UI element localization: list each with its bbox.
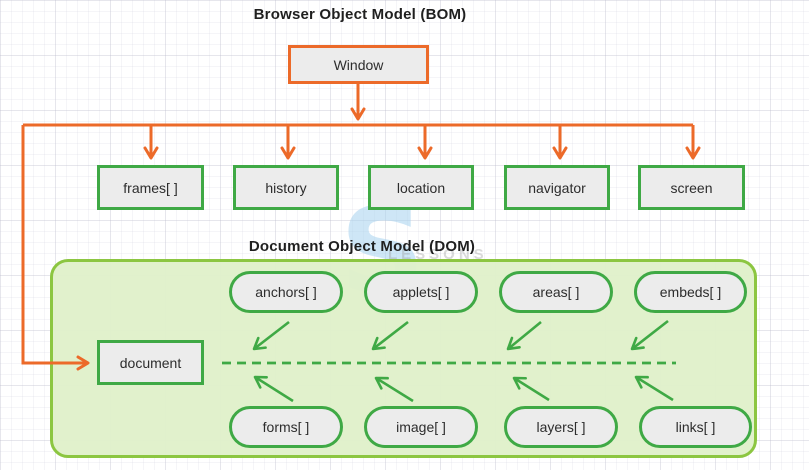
node-navigator: navigator (504, 165, 610, 210)
arrow-areas (506, 320, 542, 351)
node-applets: applets[ ] (364, 271, 478, 313)
node-frames: frames[ ] (97, 165, 204, 210)
node-forms: forms[ ] (229, 406, 343, 448)
arrow-layers (512, 376, 550, 402)
dom-title: Document Object Model (DOM) (248, 238, 476, 255)
node-anchors: anchors[ ] (229, 271, 343, 313)
arrow-anchors (252, 320, 290, 351)
node-embeds: embeds[ ] (634, 271, 747, 313)
node-location: location (368, 165, 474, 210)
connector-bus-to-document (21, 125, 90, 371)
arrow-embeds (630, 319, 669, 351)
node-links: links[ ] (639, 406, 752, 448)
arrow-applets (371, 320, 409, 351)
arrow-image (374, 376, 414, 403)
node-document: document (97, 340, 204, 385)
node-history: history (233, 165, 339, 210)
watermark-logo-text: LESSONS (388, 246, 488, 263)
arrow-forms (253, 375, 294, 403)
bom-connectors (21, 84, 701, 371)
arrow-links (634, 375, 674, 402)
node-layers: layers[ ] (504, 406, 618, 448)
node-areas: areas[ ] (499, 271, 613, 313)
node-screen: screen (638, 165, 745, 210)
node-window: Window (288, 45, 429, 84)
dom-connectors (222, 319, 676, 403)
node-image: image[ ] (364, 406, 478, 448)
bom-title: Browser Object Model (BOM) (253, 6, 467, 23)
